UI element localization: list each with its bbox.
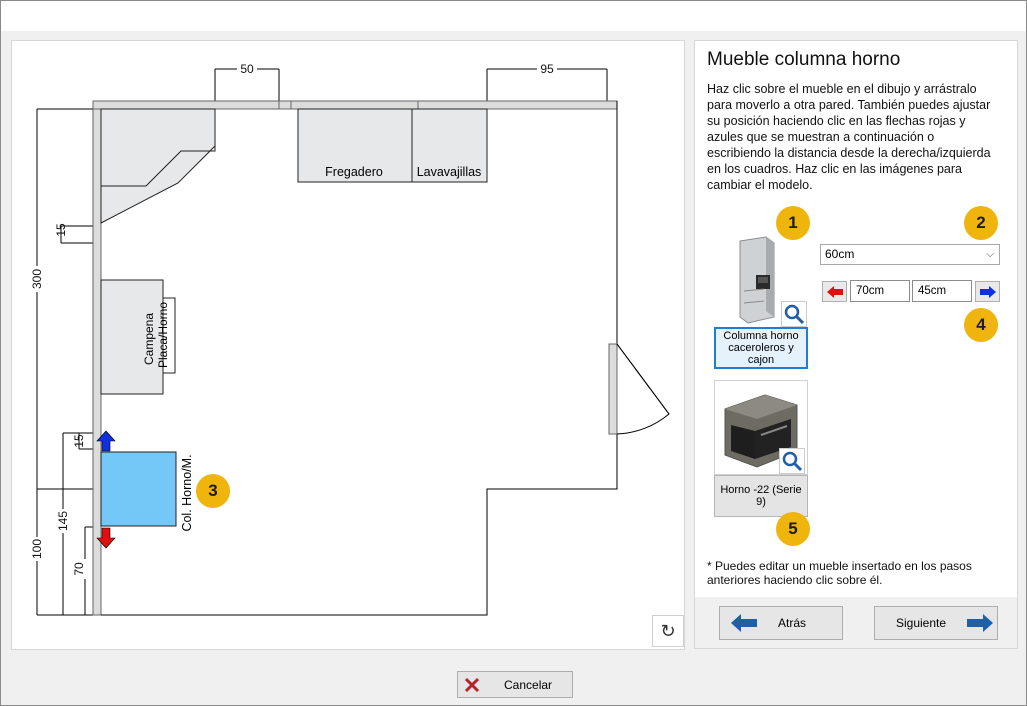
red-left-arrow-icon [826,285,843,298]
arrow-left-icon [731,614,757,632]
cancel-button[interactable]: Cancelar [457,671,573,698]
column-label: Col. Horno/M. [180,454,194,531]
distance-right-input[interactable]: 45cm [912,280,972,302]
move-down-arrow[interactable] [96,527,116,549]
dim-left-mid: 145 [56,511,70,531]
oven-column-cabinet[interactable] [100,451,177,527]
arrow-right-icon [967,614,994,632]
close-icon [464,677,480,692]
floor-plan-drawing[interactable]: 50 95 300 15 15 100 145 70 [12,41,684,649]
refresh-icon: ↻ [660,620,676,641]
dim-top-right: 95 [540,62,554,76]
badge-3: 3 [196,474,230,508]
floor-plan-canvas[interactable]: 50 95 300 15 15 100 145 70 [11,40,685,650]
hood-label: Campena [142,313,156,365]
dim-left-upper: 15 [54,223,68,237]
dishwasher-cabinet[interactable] [411,108,488,183]
width-select-value: 60cm [825,247,855,261]
blue-right-arrow-icon [979,285,996,298]
dim-left-gap: 15 [72,434,86,448]
move-up-arrow[interactable] [96,430,116,452]
oven-column-image [739,236,775,324]
dishwasher-label: Lavavajillas [417,165,482,179]
magnifier-icon [784,304,805,325]
move-right-button[interactable] [975,281,1000,302]
hob-label: Placa/Horno [156,302,170,368]
next-button[interactable]: Siguiente [874,606,998,640]
back-label: Atrás [778,616,807,630]
reset-view-button[interactable]: ↻ [652,615,684,647]
badge-2: 2 [964,206,998,240]
zoom-model-2-button[interactable] [779,448,805,474]
model-2-caption-button[interactable]: Horno -22 (Serie 9) [714,475,808,517]
hob-cabinet[interactable] [100,279,164,395]
panel-title: Mueble columna horno [707,49,901,70]
dim-left-bottom: 100 [30,539,44,559]
corner-cabinet[interactable] [100,108,216,224]
badge-1: 1 [776,206,810,240]
dim-top-left: 50 [240,62,254,76]
panel-note: * Puedes editar un mueble insertado en l… [707,559,972,587]
next-label: Siguiente [896,616,947,630]
badge-5: 5 [776,512,810,546]
dim-left-total: 300 [30,269,44,289]
title-bar [1,1,1026,31]
sink-label: Fregadero [325,165,383,179]
dim-left-low: 70 [72,562,86,576]
move-left-button[interactable] [822,281,847,302]
model-1-caption-button[interactable]: Columna horno caceroleros y cajon [714,327,808,369]
back-button[interactable]: Atrás [719,606,843,640]
distance-left-input[interactable]: 70cm [850,280,910,302]
cancel-label: Cancelar [504,677,553,692]
panel-description: Haz clic sobre el mueble en el dibujo y … [707,82,991,192]
sink-cabinet[interactable] [297,108,413,183]
badge-4: 4 [964,308,998,342]
zoom-model-1-button[interactable] [781,301,807,327]
chevron-down-icon: ⌵ [986,249,994,260]
width-select[interactable]: 60cm ⌵ [820,244,1000,265]
magnifier-icon [782,451,803,472]
